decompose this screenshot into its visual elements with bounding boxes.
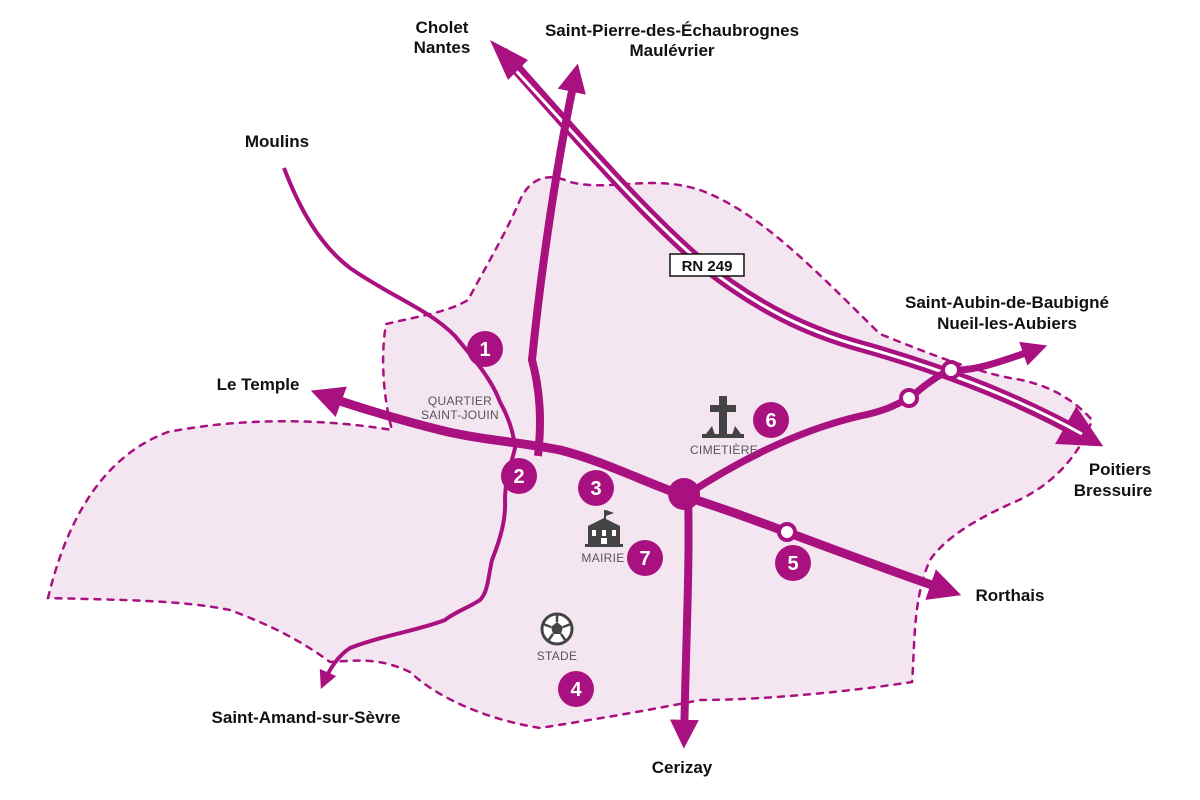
svg-text:4: 4	[570, 679, 582, 701]
cerizay-road	[670, 495, 699, 749]
town-hall-icon	[585, 510, 623, 547]
dest-saint-pierre-line1: Saint-Pierre-des-Échaubrognes	[545, 21, 799, 40]
dest-moulins: Moulins	[245, 132, 309, 151]
rn249-badge: RN 249	[669, 253, 745, 277]
dest-saint-amand: Saint-Amand-sur-Sèvre	[212, 708, 401, 727]
cimetiere-label: CIMETIÈRE	[690, 442, 758, 457]
rn249-arrow-north	[490, 40, 528, 80]
marker-2[interactable]: 2	[501, 458, 537, 494]
roundabout-rn249-east	[941, 360, 961, 380]
cross-icon	[702, 396, 744, 438]
mairie-label: MAIRIE	[581, 551, 624, 565]
le-temple-road	[310, 386, 686, 501]
marker-6[interactable]: 6	[753, 402, 789, 438]
marker-5[interactable]: 5	[775, 545, 811, 581]
marker-3[interactable]: 3	[578, 470, 614, 506]
central-roundabout	[668, 478, 700, 510]
saint-pierre-road	[527, 63, 586, 457]
dest-cholet-line1: Cholet	[416, 18, 469, 37]
dest-maulevrier-line2: Maulévrier	[629, 41, 714, 60]
stade-label: STADE	[537, 649, 578, 663]
marker-4[interactable]: 4	[558, 671, 594, 707]
dest-poitiers-line1: Poitiers	[1089, 460, 1151, 479]
dest-cerizay: Cerizay	[652, 758, 713, 777]
rn249-centerline	[506, 60, 1083, 436]
marker-7[interactable]: 7	[627, 540, 663, 576]
dest-rorthais: Rorthais	[976, 586, 1045, 605]
roundabout-rorthais	[777, 522, 797, 542]
dest-le-temple: Le Temple	[217, 375, 300, 394]
rorthais-road	[682, 491, 962, 600]
svg-text:3: 3	[590, 478, 601, 500]
dest-bressuire-line2: Bressuire	[1074, 481, 1152, 500]
svg-text:6: 6	[765, 410, 776, 432]
svg-text:7: 7	[639, 548, 650, 570]
rn249-label: RN 249	[682, 258, 733, 275]
quartier-label-line1: QUARTIER	[428, 394, 492, 408]
svg-text:1: 1	[479, 339, 490, 361]
quartier-label-line2: SAINT-JOUIN	[421, 408, 499, 422]
roundabout-saint-aubin	[899, 388, 919, 408]
dest-nueil-line2: Nueil-les-Aubiers	[937, 314, 1077, 333]
marker-1[interactable]: 1	[467, 331, 503, 367]
svg-text:2: 2	[513, 466, 524, 488]
football-icon	[540, 612, 574, 646]
dest-saint-aubin-line1: Saint-Aubin-de-Baubigné	[905, 293, 1109, 312]
dest-nantes-line2: Nantes	[414, 38, 471, 57]
svg-text:5: 5	[787, 553, 798, 575]
